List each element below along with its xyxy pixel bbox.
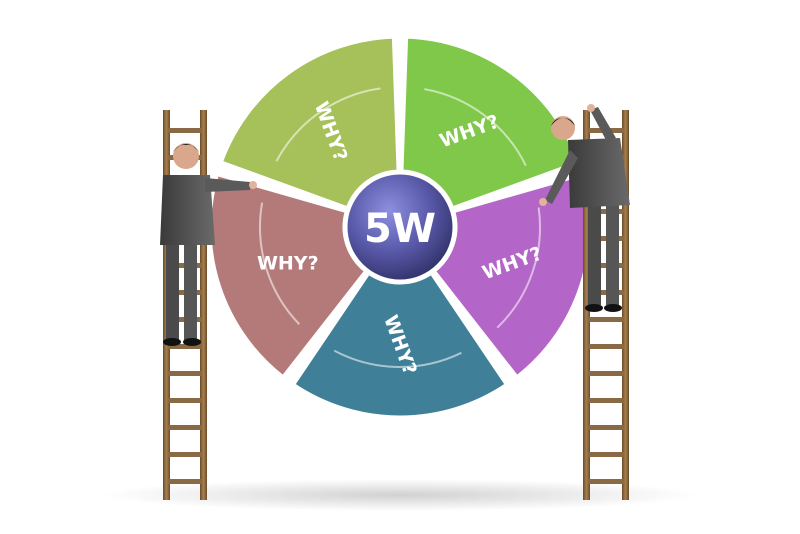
ladder-rung: [168, 128, 202, 133]
ladder-rung: [588, 344, 624, 349]
ladder-rung: [588, 371, 624, 376]
hub: 5W: [344, 171, 456, 283]
ladder-rung: [168, 398, 202, 403]
ladder-rung: [168, 371, 202, 376]
segment-arrow-arc: [333, 349, 462, 368]
segment-arrow-arc: [424, 88, 527, 167]
businessman-left: [160, 143, 257, 346]
ladder-rung: [168, 344, 202, 349]
segment-arrow-arc: [496, 207, 541, 329]
ground-shadow: [100, 479, 700, 511]
ladder-rung: [588, 398, 624, 403]
ladder-rung: [168, 425, 202, 430]
hub-label: 5W: [364, 206, 436, 252]
ladder-rung: [588, 425, 624, 430]
wheel-segment: [219, 35, 400, 210]
ladder-rung: [168, 452, 202, 457]
ladder-rung: [588, 479, 624, 484]
segment-arrow-arc: [275, 87, 381, 162]
businessman-right: [539, 104, 630, 312]
ladder-rung: [588, 452, 624, 457]
segment-arrow-arc: [259, 202, 301, 325]
segment-label: WHY?: [257, 252, 319, 274]
wheel-segment: [291, 271, 509, 419]
ladder-rung: [168, 479, 202, 484]
ladder-rung: [588, 317, 624, 322]
